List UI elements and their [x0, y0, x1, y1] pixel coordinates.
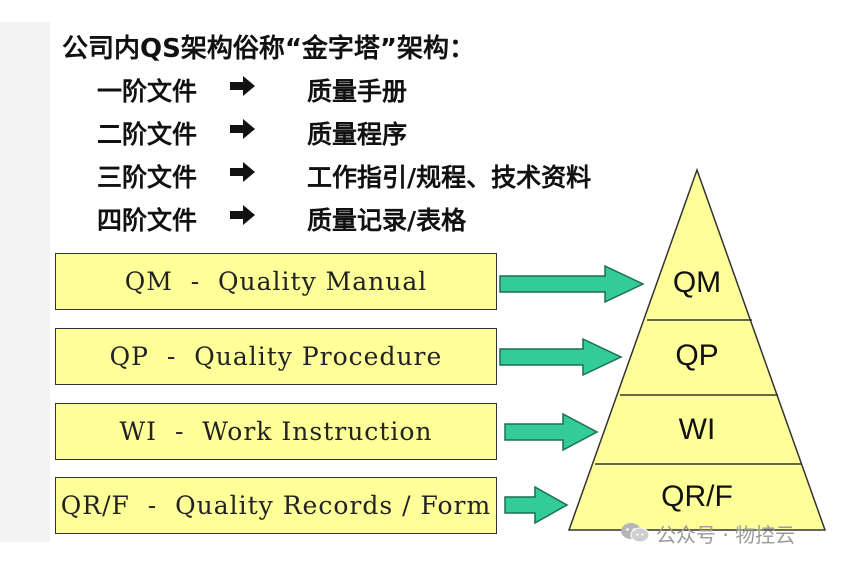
tier-level: 三阶文件 — [97, 163, 198, 192]
tier-document: 质量手册 — [307, 77, 408, 106]
connector-arrow-qm — [499, 264, 645, 304]
tier-document: 质量程序 — [307, 120, 408, 149]
doc-box-label: QM - Quality Manual — [124, 267, 428, 296]
pyramid-level-qrf: QR/F — [661, 480, 733, 513]
right-arrow-icon — [230, 76, 255, 96]
right-arrow-icon — [230, 205, 255, 225]
pyramid-level-wi: WI — [678, 413, 716, 446]
tier-level: 一阶文件 — [97, 77, 198, 106]
tier-level: 二阶文件 — [97, 120, 198, 149]
right-arrow-icon — [230, 162, 255, 182]
connector-arrow-qrf — [504, 485, 569, 525]
tier-document: 质量记录/表格 — [307, 206, 467, 235]
tier-level: 四阶文件 — [97, 206, 198, 235]
doc-box-qm: QM - Quality Manual — [55, 253, 497, 310]
doc-box-label: WI - Work Instruction — [119, 417, 433, 446]
doc-box-label: QR/F - Quality Records / Form — [60, 491, 492, 520]
pyramid-level-qp: QP — [675, 339, 719, 372]
doc-box-label: QP - Quality Procedure — [109, 342, 443, 371]
right-arrow-icon — [230, 119, 255, 139]
tier-document: 工作指引/规程、技术资料 — [307, 163, 592, 192]
doc-box-qp: QP - Quality Procedure — [55, 328, 497, 385]
pyramid-level-qm: QM — [672, 266, 722, 299]
doc-box-qrf: QR/F - Quality Records / Form — [55, 477, 497, 534]
watermark-text: 公众号 · 物控云 — [656, 522, 796, 547]
wechat-icon — [621, 523, 650, 543]
diagram-title: 公司内QS架构俗称“金字塔”架构： — [62, 34, 476, 64]
watermark: 公众号 · 物控云 — [620, 518, 795, 548]
connector-arrow-wi — [504, 412, 599, 452]
left-margin-strip — [0, 22, 50, 542]
doc-box-wi: WI - Work Instruction — [55, 403, 497, 460]
pyramid-shape — [567, 167, 827, 531]
connector-arrow-qp — [499, 337, 623, 377]
